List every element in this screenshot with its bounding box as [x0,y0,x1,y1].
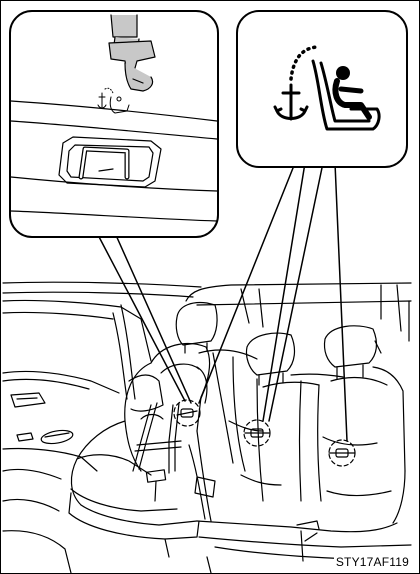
anchor-point-center [244,420,270,446]
child-safety-seat [69,344,215,557]
rear-bench-seat [176,303,411,573]
figure-code: STY17AF119 [334,555,411,569]
callout-child-seat-anchor-symbol [237,11,407,167]
callout-tether-strap-hook [10,11,218,237]
